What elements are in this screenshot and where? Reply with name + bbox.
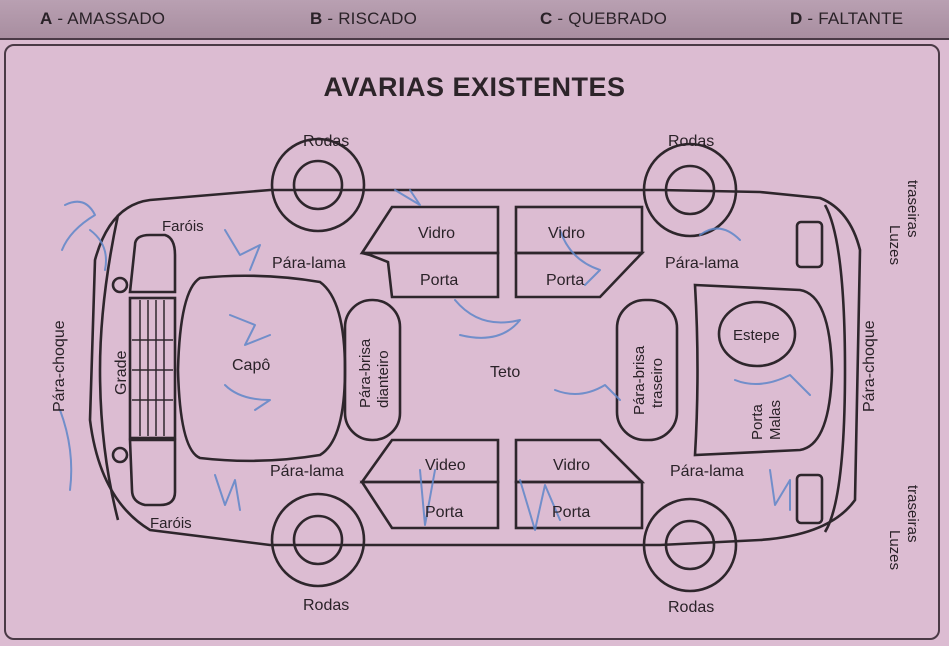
label-para-brisa-dianteiro-2: dianteiro: [375, 350, 392, 408]
label-para-brisa-traseiro-1: Pára-brisa: [631, 345, 648, 415]
front-bumper-line: [98, 214, 120, 521]
label-para-brisa-dianteiro-1: Pára-brisa: [357, 338, 374, 408]
label-porta-front-top: Porta: [420, 272, 458, 289]
label-farois-top: Faróis: [162, 218, 204, 235]
label-teto: Teto: [490, 364, 520, 381]
doors-bottom: [359, 438, 646, 530]
handwritten-damage-marks: [59, 189, 811, 531]
label-estepe: Estepe: [733, 327, 780, 344]
label-vidro-front-top: Vidro: [418, 225, 455, 242]
label-para-lama-rear-bottom: Pára-lama: [670, 463, 744, 480]
label-para-lama-front-bottom: Pára-lama: [270, 463, 344, 480]
label-vidro-front-bottom: Video: [425, 457, 466, 474]
label-luzes-top-2: traseiras: [904, 180, 921, 238]
diagram-title: AVARIAS EXISTENTES: [323, 72, 626, 102]
label-para-lama-rear-top: Pára-lama: [665, 255, 739, 272]
wheel-rear-bottom: [642, 497, 738, 593]
label-grade: Grade: [113, 350, 130, 395]
legend-item-b: B - RISCADO: [310, 9, 418, 28]
legend-item-d: D - FALTANTE: [790, 9, 904, 28]
label-capo: Capô: [232, 357, 270, 374]
label-para-choque-rear: Pára-choque: [861, 320, 878, 412]
trunk-panel: [693, 283, 834, 457]
label-para-brisa-traseiro-2: traseiro: [649, 358, 666, 408]
label-luzes-bottom-1: Luzes: [886, 530, 903, 570]
label-porta-front-bottom: Porta: [425, 504, 463, 521]
headlight-top: [128, 233, 177, 294]
label-luzes-top-1: Luzes: [886, 225, 903, 265]
label-porta-rear-bottom: Porta: [552, 504, 590, 521]
wheel-front-bottom: [270, 492, 366, 588]
legend-item-c: C - QUEBRADO: [540, 9, 668, 28]
label-rodas-front-top: Rodas: [303, 133, 349, 150]
label-rodas-rear-bottom: Rodas: [668, 599, 714, 616]
label-farois-bottom: Faróis: [150, 515, 192, 532]
diagram-frame: [4, 44, 940, 640]
label-porta-rear-top: Porta: [546, 272, 584, 289]
front-windshield: [343, 298, 402, 442]
label-vidro-rear-bottom: Vidro: [553, 457, 590, 474]
label-porta-malas-2: Malas: [767, 400, 784, 440]
doors-top: [359, 205, 646, 299]
label-rodas-front-bottom: Rodas: [303, 597, 349, 614]
wheel-front-top: [270, 137, 366, 233]
fog-light-top: [111, 276, 129, 294]
rear-windshield: [615, 298, 679, 442]
label-vidro-rear-top: Vidro: [548, 225, 585, 242]
wheel-rear-top: [642, 142, 738, 238]
spare-tire: [717, 300, 797, 368]
label-rodas-rear-top: Rodas: [668, 133, 714, 150]
hood-panel: [176, 274, 347, 463]
legend-item-a: A - AMASSADO: [40, 9, 166, 28]
label-porta-malas-1: Porta: [749, 403, 766, 440]
rear-bumper-line: [823, 204, 847, 533]
taillight-bottom: [795, 473, 824, 525]
fog-light-bottom: [111, 446, 129, 464]
legend-bar: A - AMASSADO B - RISCADO C - QUEBRADO D …: [0, 0, 949, 40]
grille: [128, 296, 177, 440]
label-luzes-bottom-2: traseiras: [904, 485, 921, 543]
taillight-top: [795, 220, 824, 269]
label-para-lama-front-top: Pára-lama: [272, 255, 346, 272]
car-body-outline: [88, 188, 862, 547]
label-para-choque-front: Pára-choque: [51, 320, 68, 412]
headlight-bottom: [128, 438, 177, 507]
